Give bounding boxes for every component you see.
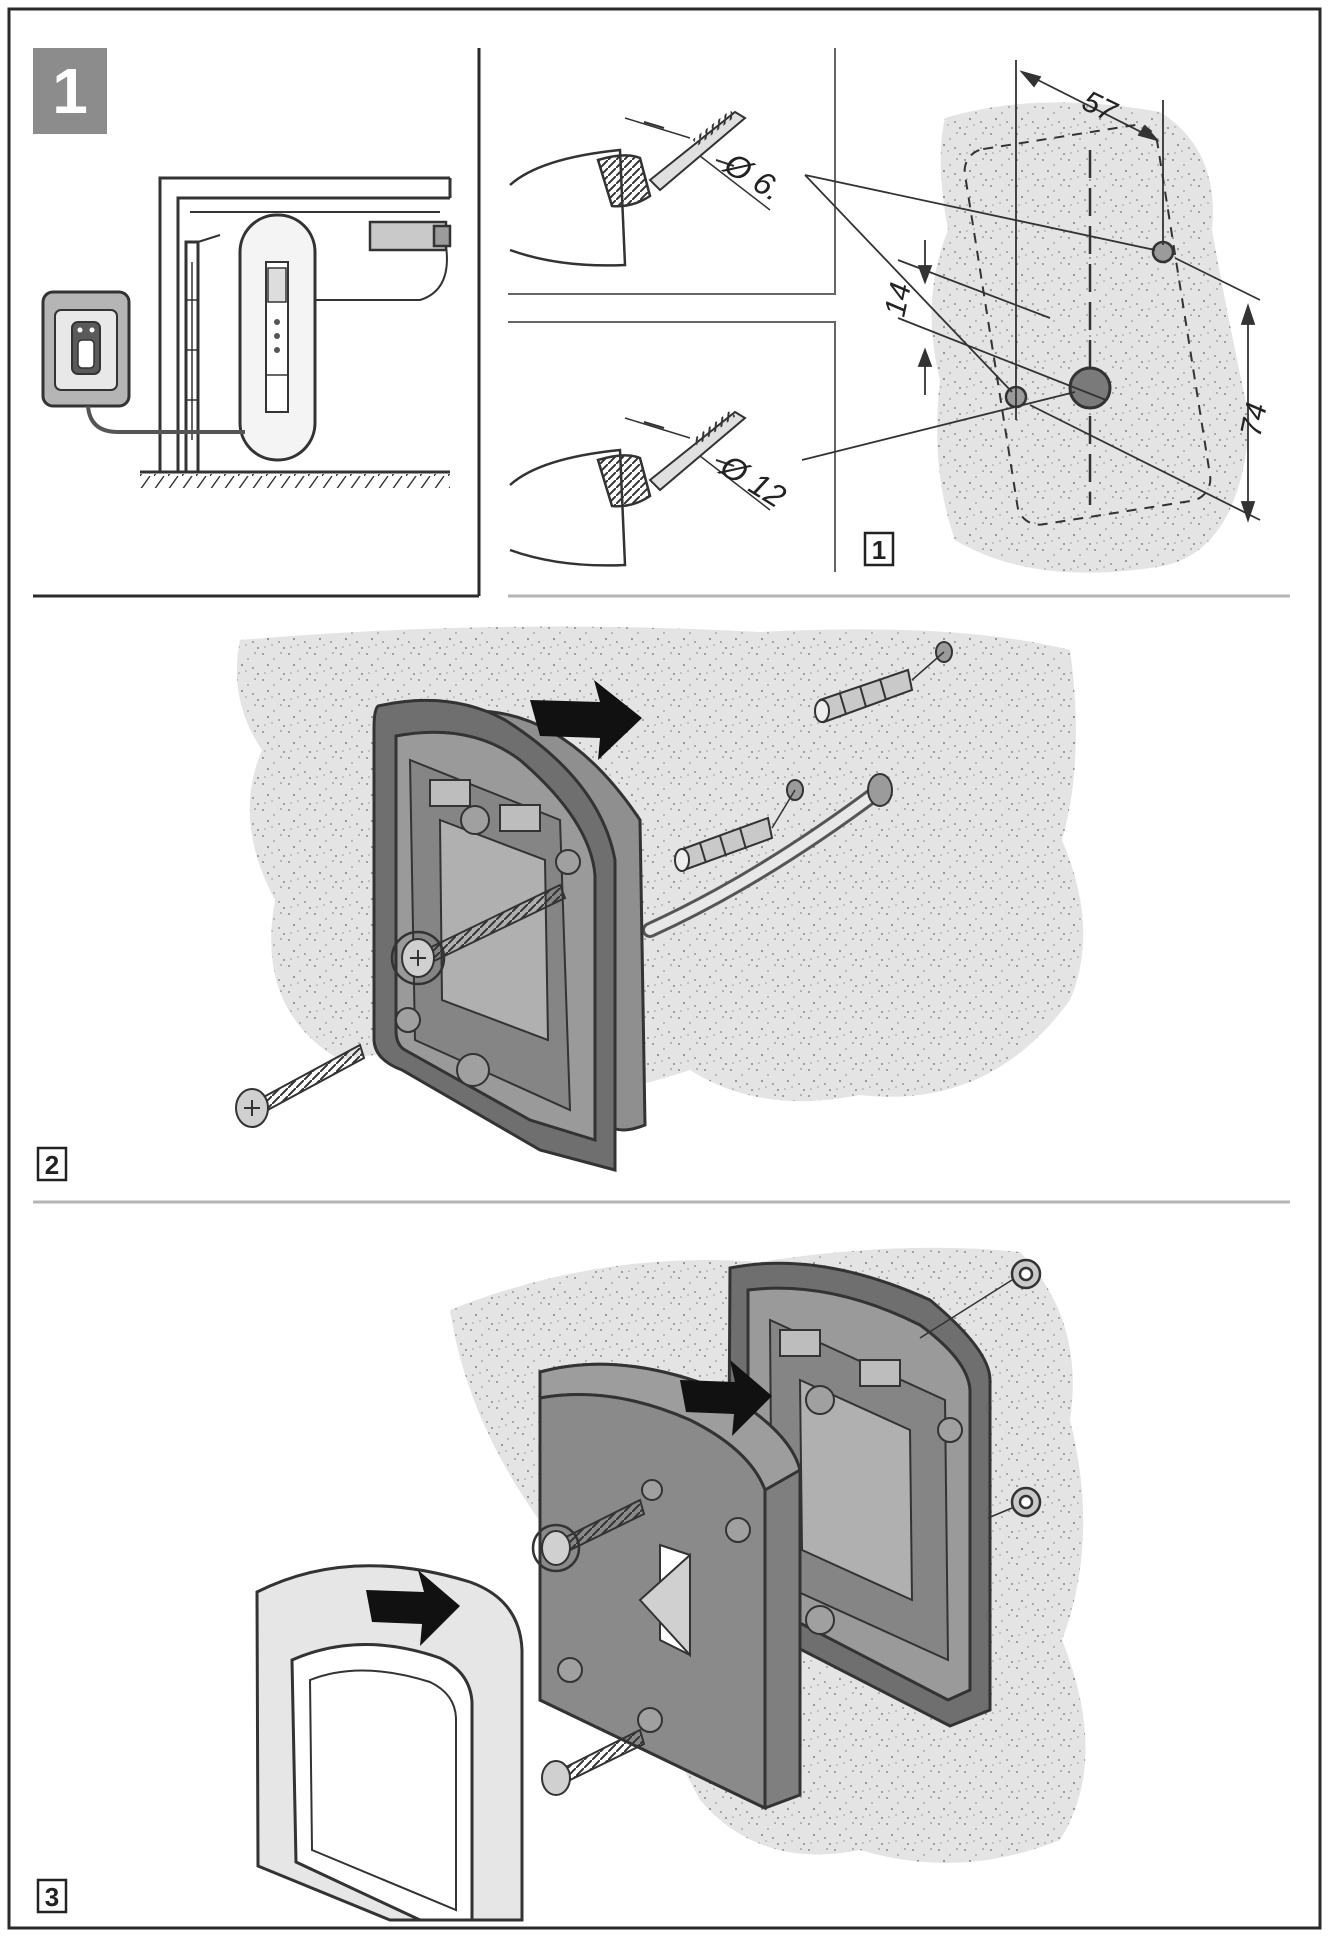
wall-plug-upper — [814, 668, 914, 724]
step-badge — [33, 48, 107, 134]
wall-plug-lower — [674, 816, 774, 872]
push-arrow-housing[interactable] — [680, 1360, 772, 1436]
nut-top — [1010, 1258, 1042, 1290]
panel-2-mount-base: 2 — [33, 626, 1290, 1204]
panel-1-drilling: Ø 6. Ø 12 1 — [508, 48, 1290, 598]
hole-template-outline — [963, 124, 1212, 526]
step-label-1: 1 — [872, 535, 886, 565]
control-unit — [238, 213, 317, 462]
panel-3-attach-cover: 3 — [36, 1247, 1086, 1922]
connection-cable — [86, 405, 245, 434]
screw-housing-lower — [541, 1728, 646, 1796]
wall-surface — [236, 626, 1084, 1102]
dimension-14: 14 — [879, 280, 918, 320]
screw-lower — [235, 1043, 366, 1128]
screw-upper — [390, 883, 567, 986]
door-frame — [158, 176, 452, 474]
step-label-3: 3 — [45, 1882, 59, 1912]
reader-housing — [538, 1362, 802, 1811]
mounting-base-plate — [372, 698, 647, 1172]
push-arrow[interactable] — [530, 680, 642, 760]
floor — [140, 470, 450, 488]
screw-housing-upper — [531, 1498, 646, 1573]
step-label-2: 2 — [45, 1150, 59, 1180]
dimension-74: 74 — [1235, 400, 1274, 440]
push-arrow-cover[interactable] — [366, 1570, 460, 1646]
fingerprint-reader — [41, 290, 131, 408]
panel-1-overview: 1 — [33, 48, 481, 598]
nut-right — [1010, 1486, 1042, 1518]
drill-12mm — [509, 410, 771, 567]
front-cover-frame — [255, 1564, 524, 1922]
step-badge-number: 1 — [52, 55, 88, 127]
door-motor — [300, 220, 452, 301]
drill-6mm — [509, 110, 771, 267]
